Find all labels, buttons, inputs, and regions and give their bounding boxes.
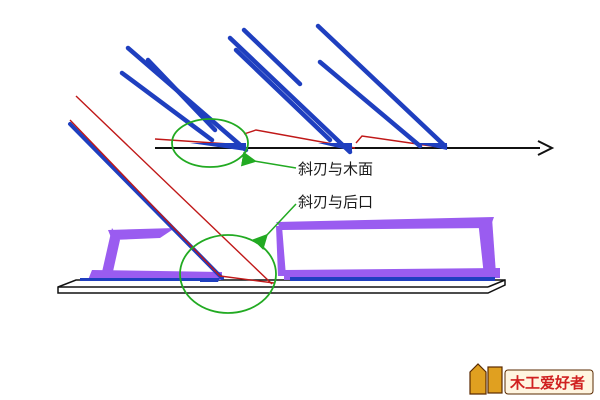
surface-highlight-circle bbox=[171, 118, 249, 168]
surface-label-arrow bbox=[240, 151, 297, 169]
top-scene bbox=[119, 23, 555, 169]
blade-tips bbox=[190, 143, 447, 151]
label-bevel-back-edge: 斜刃与后口 bbox=[298, 193, 373, 211]
logo-text: 木工爱好者 bbox=[509, 374, 585, 392]
blade-strokes bbox=[119, 23, 448, 155]
back-edge-highlight-circle bbox=[179, 234, 277, 314]
back-edge-label-arrow bbox=[252, 203, 297, 250]
plane-sole-left bbox=[80, 228, 222, 282]
label-bevel-wood-surface: 斜刃与木面 bbox=[298, 160, 373, 178]
site-logo: 木工爱好者 bbox=[469, 363, 594, 395]
main-blade-guides bbox=[69, 95, 275, 285]
wood-surface-arrowhead bbox=[537, 140, 555, 156]
bottom-scene bbox=[57, 95, 506, 314]
plane-sole-right bbox=[276, 217, 500, 281]
base-plank bbox=[57, 279, 506, 294]
